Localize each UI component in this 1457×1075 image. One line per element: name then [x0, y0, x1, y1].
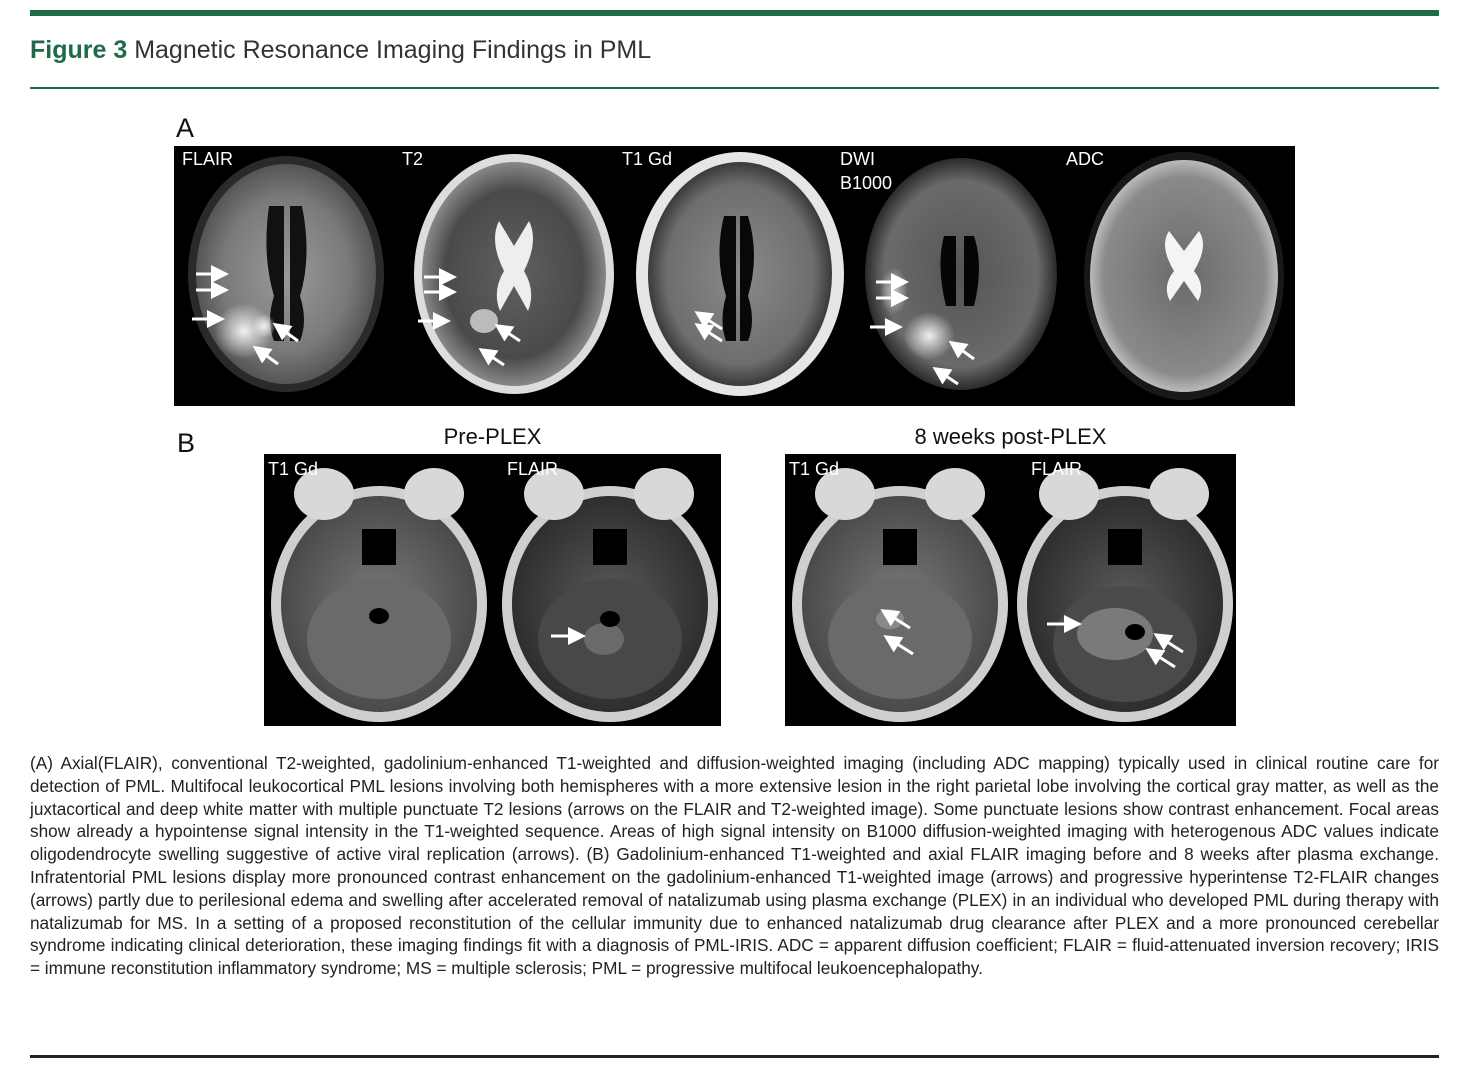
panel-a-mri-images	[188, 152, 1284, 400]
panel-a-letter: A	[176, 113, 195, 143]
figure-number: Figure 3	[30, 36, 128, 64]
post-t1-gd-image	[792, 468, 1008, 722]
t2-brain-image	[414, 154, 614, 394]
figure-caption: (A) Axial(FLAIR), conventional T2-weight…	[30, 752, 1439, 980]
label-dwi: DWI	[840, 149, 875, 169]
post-plex-image-strip	[785, 454, 1236, 726]
label-t2: T2	[402, 149, 424, 169]
panel-b-letter: B	[177, 428, 196, 458]
pre-plex-image-strip	[264, 454, 721, 726]
pre-t1-gd-image	[271, 468, 487, 722]
pre-plex-heading: Pre-PLEX	[443, 424, 542, 449]
pre-plex-mri-images	[271, 468, 718, 722]
post-flair-image	[1017, 468, 1233, 722]
post-plex-mri-images	[792, 468, 1233, 722]
title-rule	[30, 87, 1439, 89]
caption-text: (A) Axial(FLAIR), conventional T2-weight…	[30, 753, 1439, 979]
label-t1-gd: T1 Gd	[622, 149, 673, 169]
label-b1000: B1000	[840, 173, 893, 193]
dwi-brain-image	[865, 158, 1057, 390]
panel-a-arrows	[192, 265, 975, 386]
bottom-rule	[30, 1055, 1439, 1058]
top-rule	[30, 10, 1439, 16]
panel-a-image-strip	[174, 146, 1295, 406]
label-adc: ADC	[1066, 149, 1105, 169]
t1-gd-brain-image	[636, 152, 844, 396]
figure-title-text: Magnetic Resonance Imaging Findings in P…	[134, 36, 652, 64]
adc-brain-image	[1084, 152, 1284, 400]
pre-label-flair: FLAIR	[507, 459, 559, 479]
post-label-flair: FLAIR	[1031, 459, 1083, 479]
post-arrows	[880, 609, 1184, 669]
pre-flair-image	[502, 468, 718, 722]
pre-label-t1-gd: T1 Gd	[268, 459, 319, 479]
figure-title: Figure 3 Magnetic Resonance Imaging Find…	[30, 34, 651, 66]
flair-brain-image	[188, 156, 384, 392]
label-flair: FLAIR	[182, 149, 234, 169]
post-plex-heading: 8 weeks post-PLEX	[914, 424, 1107, 449]
post-label-t1-gd: T1 Gd	[789, 459, 840, 479]
